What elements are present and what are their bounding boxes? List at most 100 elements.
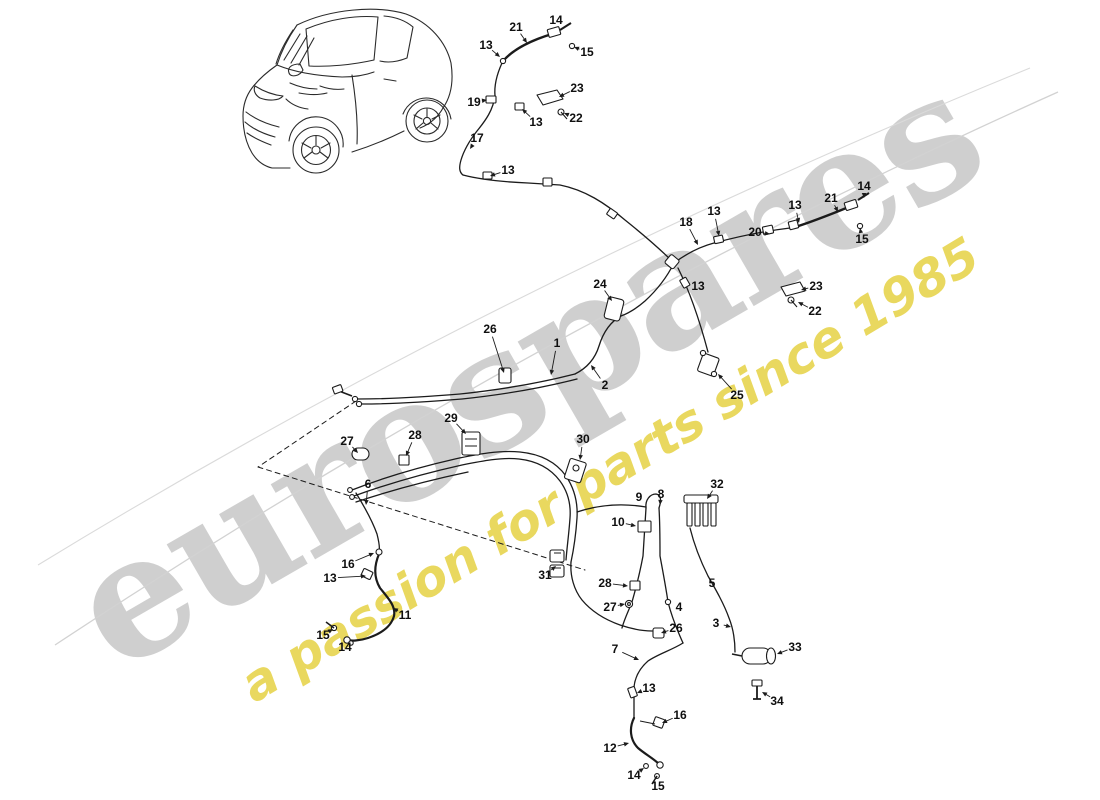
callout-leader-line [551,350,556,373]
part-callout: 7 [612,642,639,660]
callout-arrowhead [405,450,411,456]
part-callout: 15 [855,228,869,246]
part-number-label: 11 [399,608,412,622]
part-number-label: 1 [554,336,561,350]
part-callout: 3 [713,616,731,630]
part-callout: 18 [679,215,698,245]
callout-arrowhead [591,365,596,371]
part-callout: 8 [658,487,665,505]
callout-leader-line [491,336,504,371]
callout-arrowhead [460,428,466,434]
callout-arrowhead [623,742,629,747]
part-callout: 20 [748,225,770,239]
callout-arrowhead [661,629,667,634]
callout-arrowhead [795,217,801,223]
part-callout: 24 [593,277,612,301]
part-number-label: 20 [748,225,762,239]
callout-arrowhead [352,447,358,453]
part-callout: 28 [405,428,422,456]
part-number-label: 18 [679,215,693,229]
part-number-label: 14 [338,640,352,654]
part-number-label: 23 [809,279,823,293]
part-number-label: 30 [576,432,590,446]
callout-arrowhead [564,112,570,118]
part-callout: 14 [338,640,352,654]
callout-leader-line [592,367,601,379]
part-number-label: 28 [598,576,612,590]
callout-arrowhead [858,228,864,234]
callout-arrowhead [658,499,663,505]
part-callout: 1 [549,336,561,375]
callout-arrowhead [762,692,768,697]
callout-arrowhead [481,98,487,103]
callout-arrowhead [393,608,399,613]
part-callout: 14 [857,179,871,198]
part-number-label: 13 [642,681,656,695]
fittings-and-clips [325,22,870,785]
callout-arrowhead [861,192,867,198]
part-number-label: 27 [340,434,354,448]
part-number-label: 13 [529,115,543,129]
part-callout: 26 [483,322,505,373]
part-callout: 13 [323,571,366,585]
part-number-label: 13 [323,571,337,585]
callout-leader-line [689,228,698,243]
part-callout: 14 [549,13,563,27]
car-illustration [242,8,453,174]
callout-arrowhead [801,286,807,291]
callout-arrowhead [368,552,374,558]
callout-arrowhead [494,52,500,57]
callout-arrowhead [470,143,475,149]
part-callout: 4 [676,600,683,614]
part-number-label: 13 [788,198,802,212]
part-callout: 27 [340,434,358,453]
callout-arrowhead [637,688,643,694]
part-number-label: 3 [713,616,720,630]
part-number-label: 29 [444,411,458,425]
callout-arrowhead [559,92,565,97]
part-number-label: 22 [808,304,822,318]
callout-arrowhead [725,623,731,628]
part-callout: 14 [627,768,644,782]
part-callout: 23 [559,81,584,97]
part-callout: 13 [637,681,656,695]
part-callout: 17 [470,131,484,149]
part-callout: 15 [574,45,594,59]
part-number-label: 12 [603,741,617,755]
part-number-label: 23 [570,81,584,95]
callout-arrowhead [798,302,804,307]
callout-arrowhead [500,367,505,373]
part-number-label: 10 [611,515,625,529]
callout-arrowhead [619,602,625,608]
part-number-label: 19 [467,95,481,109]
callout-arrowhead [550,566,556,571]
part-number-label: 22 [569,111,583,125]
part-number-label: 16 [341,557,355,571]
part-number-label: 24 [593,277,607,291]
part-callout: 13 [522,109,543,129]
part-callout: 13 [707,204,721,236]
watermark-swoosh [37,67,1059,646]
part-number-label: 13 [707,204,721,218]
part-callout: 22 [564,111,583,125]
part-callout: 28 [598,576,628,590]
part-number-label: 14 [549,13,563,27]
part-number-label: 26 [669,621,683,635]
callout-arrowhead [607,295,612,301]
part-callout: 11 [393,608,412,622]
part-number-label: 13 [691,279,705,293]
part-number-label: 28 [408,428,422,442]
callout-arrowhead [327,629,333,634]
part-callout: 32 [707,477,724,499]
callout-arrowhead [638,768,644,773]
callout-arrowhead [490,172,496,177]
part-callout: 21 [824,191,838,212]
part-callout: 16 [341,552,374,571]
part-number-label: 4 [676,600,683,614]
callout-arrowhead [622,583,628,588]
part-callout: 27 [603,600,625,614]
part-number-label: 31 [538,568,552,582]
callout-leader-line [622,651,637,660]
